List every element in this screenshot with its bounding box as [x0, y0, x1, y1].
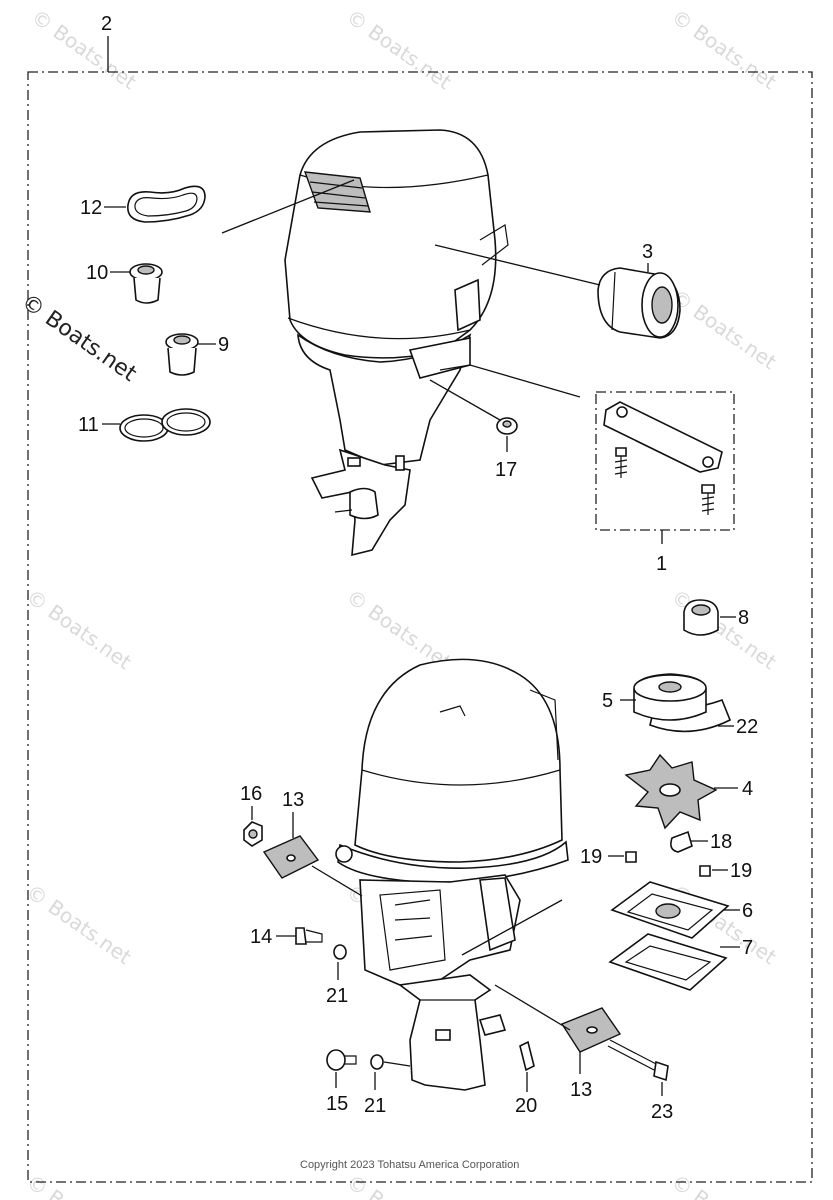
watermark: © Boats.net — [27, 4, 141, 94]
callout-20: 20 — [515, 1095, 537, 1117]
callout-6: 6 — [742, 900, 753, 922]
callout-16: 16 — [240, 783, 262, 805]
callout-14: 14 — [250, 926, 272, 948]
callout-2: 2 — [101, 13, 112, 35]
part-3-oil-filter — [597, 267, 681, 339]
callout-21: 21 — [364, 1095, 386, 1117]
part-10-thermostat — [129, 263, 163, 304]
callout-7: 7 — [742, 937, 753, 959]
leader-lines — [102, 179, 740, 1096]
copyright-text: Copyright 2023 Tohatsu America Corporati… — [300, 1159, 519, 1171]
part-8-grommet — [683, 599, 719, 636]
watermark: © Boats.net — [342, 1169, 456, 1200]
part-12-gasket — [127, 185, 206, 223]
watermark: © Boats.net — [667, 4, 781, 94]
callout-4: 4 — [742, 778, 753, 800]
part-4-impeller — [624, 753, 718, 830]
part-9-thermostat — [165, 333, 199, 376]
lower-outboard-motor — [335, 658, 569, 1091]
callout-23: 23 — [651, 1101, 673, 1123]
part-21-washer — [333, 944, 347, 960]
watermark: © Boats.net — [667, 1169, 781, 1200]
part-17-grommet — [496, 417, 518, 435]
part-23-bolt — [607, 1039, 669, 1082]
callout-15: 15 — [326, 1093, 348, 1115]
watermark: © Boats.net — [22, 1169, 136, 1200]
callout-13: 13 — [282, 789, 304, 811]
callout-5: 5 — [602, 690, 613, 712]
part-21-washer — [370, 1054, 384, 1070]
part-11-o-rings — [119, 408, 211, 442]
callout-19: 19 — [580, 846, 602, 868]
callout-3: 3 — [642, 241, 653, 263]
watermark: © Boats.net — [667, 284, 781, 374]
part-1-anode-kit — [603, 401, 723, 515]
part-20-pin — [519, 1040, 535, 1072]
callout-8: 8 — [738, 607, 749, 629]
callout-13: 13 — [570, 1079, 592, 1101]
callout-9: 9 — [218, 334, 229, 356]
part-16-nut — [243, 821, 263, 847]
callout-18: 18 — [710, 831, 732, 853]
part-7-gasket — [608, 933, 728, 991]
watermark: © Boats.net — [22, 584, 136, 674]
callout-22: 22 — [736, 716, 758, 738]
part-5-pump-case — [633, 673, 732, 733]
part-14-bolt — [295, 927, 323, 945]
part-6-plate — [610, 881, 730, 939]
part-18-key — [670, 830, 693, 853]
callout-10: 10 — [86, 262, 108, 284]
callout-19: 19 — [730, 860, 752, 882]
watermark: © Boats.net — [342, 4, 456, 94]
callout-12: 12 — [80, 197, 102, 219]
part-15-bolt — [326, 1049, 357, 1071]
part-19-pins — [625, 851, 711, 877]
callout-1: 1 — [656, 553, 667, 575]
callout-11: 11 — [78, 414, 99, 436]
callout-21: 21 — [326, 985, 348, 1007]
watermark: © Boats.net — [22, 879, 136, 969]
side-watermark: © Boats.net — [17, 289, 142, 387]
kit-frame — [27, 71, 813, 1183]
callout-labels: 12 10 9 11 3 17 1 8 5 22 4 18 19 19 6 7 … — [78, 197, 758, 1123]
callout-17: 17 — [495, 459, 517, 481]
